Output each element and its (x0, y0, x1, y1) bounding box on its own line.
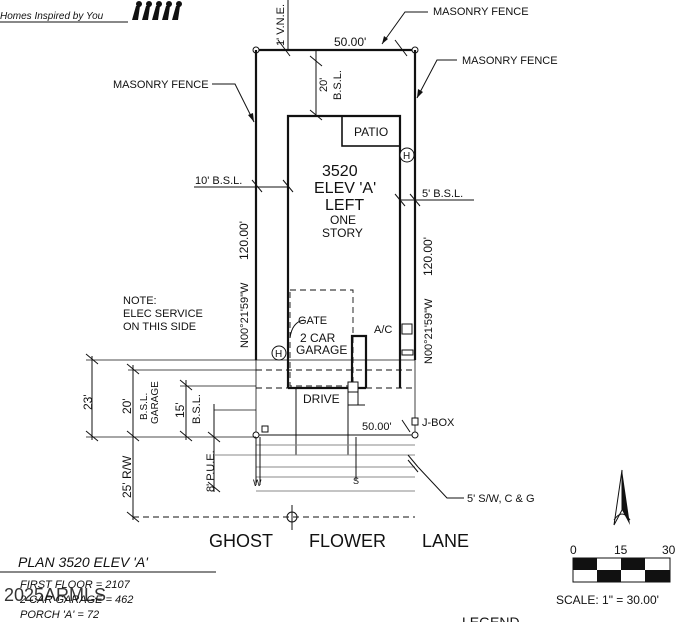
right-depth-label: 120.00' (421, 237, 435, 276)
porch-area: PORCH 'A' = 72 (20, 609, 99, 621)
legend-title: LEGEND (462, 614, 520, 622)
rw-label: 25' R/W (120, 455, 134, 498)
street-name-1: GHOST (209, 531, 273, 551)
sidewalk-label: 5' S/W, C & G (467, 493, 535, 505)
north-arrow-icon (613, 469, 631, 526)
pue-label: 8' P.U.E. (205, 450, 217, 492)
sewer-marker: S (353, 476, 359, 486)
street-name-3: LANE (422, 531, 469, 551)
watermark-text: 2025ARMLS (4, 585, 106, 605)
note-title: NOTE: (123, 295, 157, 307)
brand-logo: Homes Inspired by You (0, 1, 182, 23)
lot-boundary (252, 46, 419, 439)
orientation-label: LEFT (325, 197, 364, 214)
centerline-icon (286, 505, 298, 530)
left-depth-label: 120.00' (237, 221, 251, 260)
rear-setback-label: B.S.L. (332, 70, 344, 100)
people-logo-icon (132, 1, 182, 20)
right-bsl-label: 5' B.S.L. (422, 188, 463, 200)
right-bearing-label: N00°21'59"W (423, 298, 435, 364)
masonry-fence-right-label: MASONRY FENCE (462, 55, 558, 67)
masonry-fence-top-label: MASONRY FENCE (433, 6, 529, 18)
bottom-width-label: 50.00' (362, 421, 392, 433)
hose-bib-icon: H (399, 147, 415, 163)
garage-label-2: GARAGE (296, 343, 347, 357)
note-line-2: ELEC SERVICE (123, 308, 203, 320)
bsl-15-label: B.S.L. (191, 394, 203, 424)
bsl-garage-label-1: B.S.L. (139, 393, 150, 420)
left-bsl-label: 10' B.S.L. (195, 175, 242, 187)
scale-tick-30: 30 (662, 543, 676, 557)
bsl-garage-label-2: GARAGE (150, 381, 161, 424)
hose-bib-garage-icon: H (271, 345, 287, 361)
dim-15-label: 15' (173, 402, 187, 418)
dim-23-label: 23' (81, 394, 95, 410)
front-dimension-chain (85, 353, 221, 523)
rear-setback-value: 20' (318, 78, 330, 92)
ac-unit-icon (401, 323, 413, 335)
vne-label: 1' V.N.E. (275, 4, 287, 46)
gate-label: GATE (298, 315, 327, 327)
patio-label: PATIO (354, 125, 388, 139)
jbox-label: J-BOX (422, 417, 455, 429)
street-lines (133, 437, 415, 518)
drive-label: DRIVE (303, 392, 340, 406)
dim-20-label: 20' (120, 398, 134, 414)
svg-text:H: H (275, 349, 282, 360)
plan-number-label: 3520 (322, 163, 358, 180)
water-marker: W (253, 478, 262, 488)
garage-label-1: 2 CAR (300, 331, 336, 345)
scale-tick-0: 0 (570, 543, 577, 557)
first-floor-area: FIRST FLOOR = 2107 (20, 579, 131, 591)
ac-label: A/C (374, 324, 392, 336)
scale-label: SCALE: 1" = 30.00' (556, 593, 659, 607)
brand-tagline: Homes Inspired by You (0, 11, 104, 22)
elevation-label: ELEV 'A' (314, 180, 376, 197)
masonry-fence-left-label: MASONRY FENCE (113, 79, 209, 91)
street-name-2: FLOWER (309, 531, 386, 551)
top-width-label: 50.00' (334, 35, 366, 49)
jbox-icon (411, 417, 419, 426)
story-label-2: STORY (322, 226, 363, 240)
scale-tick-15: 15 (614, 543, 628, 557)
story-label-1: ONE (330, 213, 356, 227)
left-bearing-label: N00°21'59"W (239, 282, 251, 348)
scale-bar (572, 557, 671, 583)
plan-title: PLAN 3520 ELEV 'A' (18, 554, 149, 570)
note-line-3: ON THIS SIDE (123, 321, 196, 333)
svg-text:H: H (403, 151, 410, 162)
garage-area: 2 CAR GARAGE = 462 (19, 594, 133, 606)
